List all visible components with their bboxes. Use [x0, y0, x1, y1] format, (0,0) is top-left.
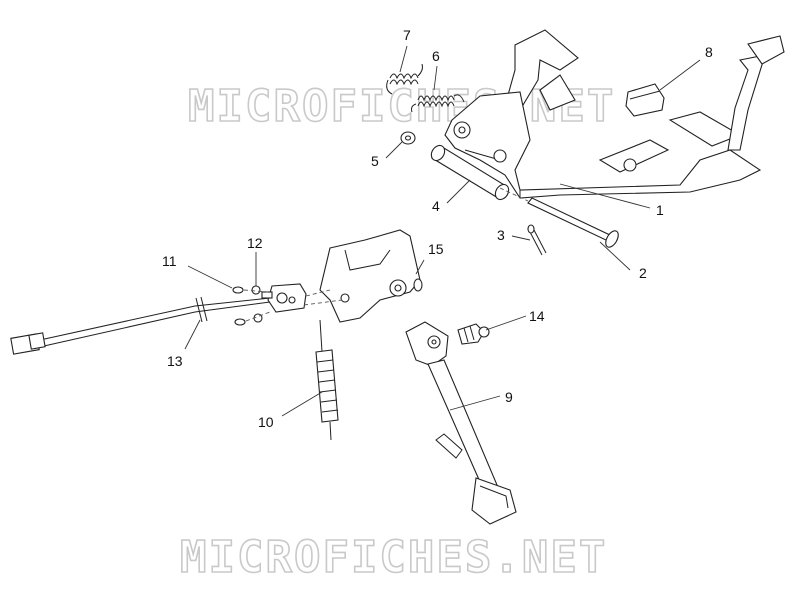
- washer: [400, 131, 416, 145]
- callout-13: 13: [167, 353, 183, 369]
- callout-10: 10: [258, 414, 274, 430]
- pivot-pin: [499, 187, 619, 248]
- side-stand: [405, 321, 517, 525]
- watermark-bottom: MICROFICHES.NET: [180, 532, 607, 583]
- callout-5: 5: [371, 153, 379, 169]
- callout-1: 1: [656, 202, 664, 218]
- leader-lines: [184, 45, 701, 417]
- callout-4: 4: [432, 198, 440, 214]
- split-pin: [527, 224, 547, 256]
- bracket-plate: [319, 229, 423, 323]
- callout-15: 15: [428, 241, 444, 257]
- spring-6: [411, 94, 465, 113]
- spring-7: [386, 63, 423, 95]
- callout-9: 9: [505, 389, 513, 405]
- sleeve: [430, 144, 510, 201]
- fixing-screws: [232, 285, 271, 326]
- callout-3: 3: [497, 227, 505, 243]
- rubber-buffer: [457, 323, 490, 345]
- callout-14: 14: [529, 308, 545, 324]
- callout-8: 8: [705, 44, 713, 60]
- callout-6: 6: [432, 48, 440, 64]
- callout-2: 2: [639, 265, 647, 281]
- spring-10: [315, 319, 339, 441]
- centre-stand-frame: [444, 29, 785, 199]
- callout-12: 12: [247, 235, 263, 251]
- callout-7: 7: [403, 27, 411, 43]
- side-stand-switch: [261, 283, 343, 313]
- rubber-pad: [625, 83, 665, 117]
- callout-11: 11: [162, 253, 177, 269]
- switch-cable: [10, 296, 271, 355]
